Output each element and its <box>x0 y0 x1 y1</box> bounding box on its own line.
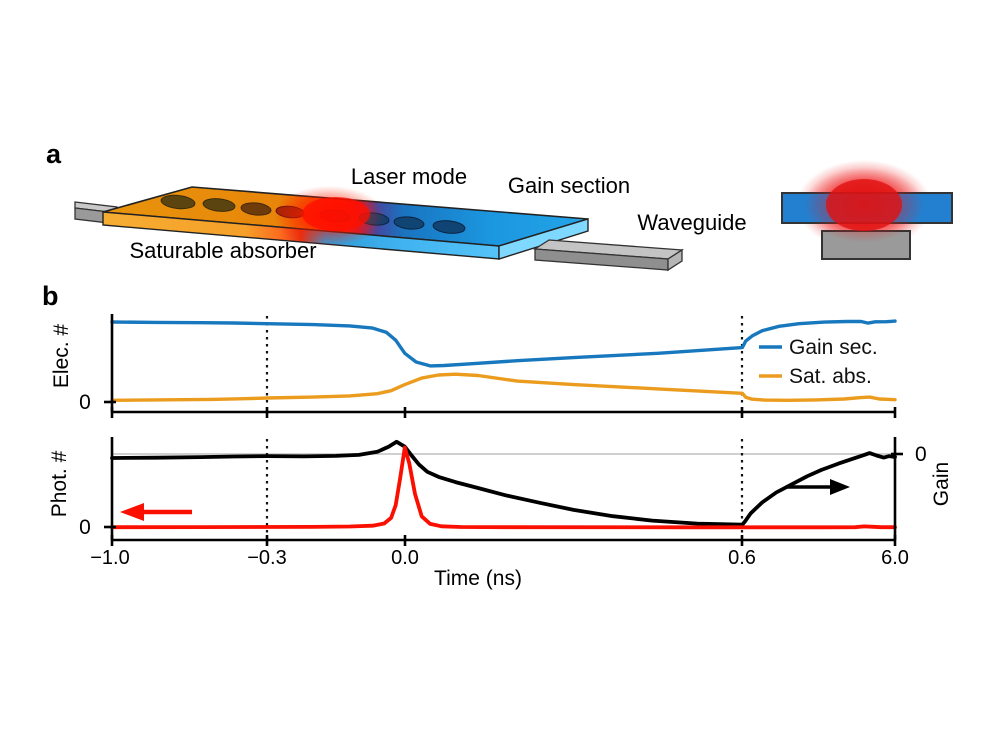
laser-mode-label: Laser mode <box>351 164 467 189</box>
slab-right-side-face <box>498 218 589 260</box>
curve-sat-abs <box>110 372 897 402</box>
legend-label-sat-abs: Sat. abs. <box>789 365 872 388</box>
time-axis-label: Time (ns) <box>434 567 522 590</box>
panel-b-label: b <box>42 281 59 311</box>
curve-gain <box>110 439 897 527</box>
curve-phot <box>110 445 897 530</box>
curve-gain-sec <box>110 319 897 368</box>
xtick-06: 0.6 <box>728 547 756 569</box>
legend: Gain sec. Sat. abs. <box>759 336 878 388</box>
right-arrow-head <box>830 479 850 495</box>
phot-axis-label: Phot. # <box>48 450 71 517</box>
device-3d-schematic <box>74 174 684 272</box>
gain-section-label: Gain section <box>508 173 630 198</box>
right-arrow-icon <box>786 479 850 495</box>
legend-label-gain-sec: Gain sec. <box>789 336 878 359</box>
photonic-crystal-hole <box>160 194 196 210</box>
photon-gain-curves <box>110 439 897 530</box>
xtick-minus1: −1.0 <box>90 547 129 569</box>
elec-axis-label: Elec. # <box>50 324 73 389</box>
top-plot-ytick-0: 0 <box>79 391 91 414</box>
cross-section-mode-core <box>826 179 902 231</box>
waveguide-right-end-face <box>667 248 683 272</box>
photonic-crystal-hole <box>432 220 466 234</box>
xtick-0: 0.0 <box>391 547 419 569</box>
panel-a-label: a <box>46 139 62 169</box>
x-tick-labels: −1.0 −0.3 0.0 0.6 6.0 <box>90 547 909 569</box>
gain-axis-label: Gain <box>930 462 953 506</box>
laser-mode-glow-core <box>302 197 370 231</box>
left-arrow-head <box>120 503 144 521</box>
gain-ytick-0: 0 <box>915 443 927 466</box>
xtick-minus03: −0.3 <box>247 547 286 569</box>
scale-break-lines <box>265 316 744 538</box>
saturable-absorber-label: Saturable absorber <box>129 238 316 263</box>
photonic-crystal-hole <box>202 198 236 212</box>
bottom-plot-ytick-0: 0 <box>79 516 91 539</box>
waveguide-label: Waveguide <box>637 210 746 235</box>
bottom-plot-axes <box>104 437 903 546</box>
xtick-6: 6.0 <box>881 547 909 569</box>
waveguide-right <box>533 239 684 272</box>
left-arrow-icon <box>120 503 192 521</box>
cross-section-inset <box>774 145 954 265</box>
top-plot-axes <box>104 314 897 418</box>
electron-number-curves <box>110 319 897 402</box>
